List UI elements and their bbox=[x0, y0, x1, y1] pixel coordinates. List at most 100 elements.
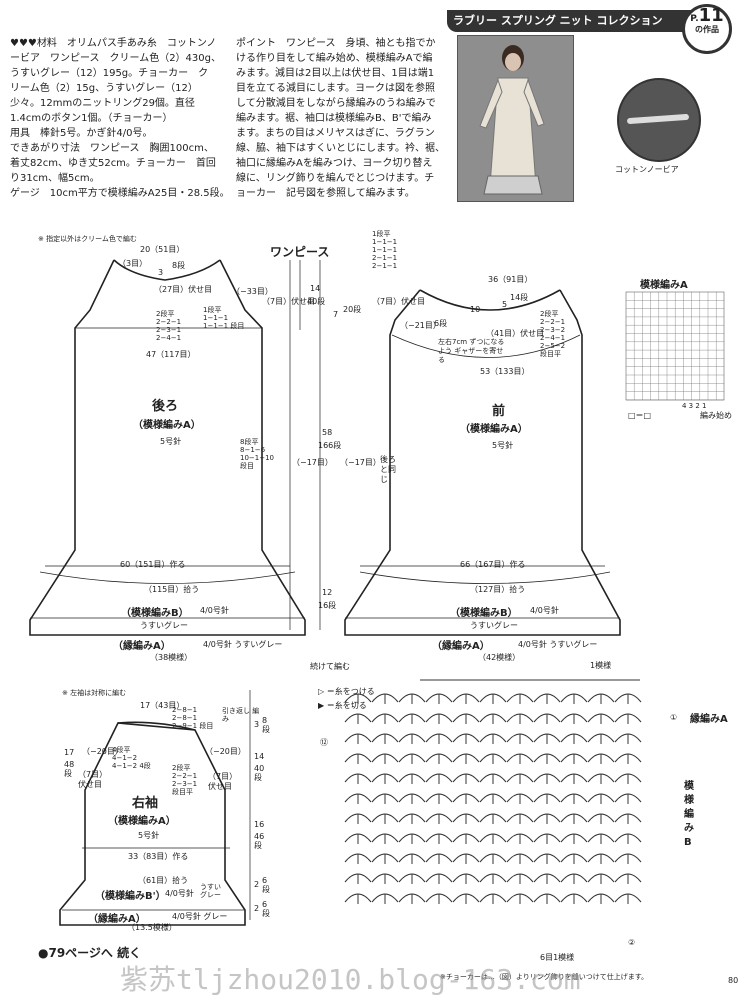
back-armhole: （−33目） bbox=[232, 287, 273, 296]
point-line: 編みます。裾、袖口は模様編みB、B'で編み bbox=[236, 113, 432, 124]
materials-line: リーム色（2）15g、うすいグレー（12） bbox=[10, 83, 198, 94]
back-hem-needle: 4/0号針 bbox=[200, 606, 229, 615]
sleeve-dim-48: 48段 bbox=[64, 760, 75, 778]
front-bottom-width: 66（167目）作る bbox=[460, 560, 526, 569]
yarn-sample bbox=[617, 78, 701, 162]
materials-line: ゲージ 10cm平方で模様編みA25目・28.5段。 bbox=[10, 188, 230, 199]
point-text: ポイント ワンピース 身頃、袖とも指でか ける作り目をして編み始め、模様編みAで… bbox=[236, 36, 450, 201]
front-hem-pattern: （模様編みB） bbox=[450, 608, 518, 619]
chart-b-row-2: ② bbox=[628, 938, 636, 947]
materials-line: ♥♥♥材料 オリムパス手あみ糸 コットンノ bbox=[10, 38, 217, 49]
point-line: ける作り目をして編み始め、模様編みAで編 bbox=[236, 53, 433, 64]
back-top-width: 20（51目） bbox=[140, 245, 185, 254]
sleeve-dim-2b: 2 bbox=[254, 904, 260, 913]
back-dec-table: 2段平 2−2−1 2−3−1 2−4−1 bbox=[156, 310, 182, 342]
sleeve-dec-right: （−20目） bbox=[205, 747, 246, 756]
sleeve-dim-17: 17 bbox=[64, 748, 75, 757]
crochet-chart-b bbox=[344, 679, 642, 904]
front-dec-table: 2段平 2−2−1 2−3−2 2−4−1 2−5−2 段目平 bbox=[540, 310, 566, 358]
dim-5: 5 bbox=[502, 300, 508, 309]
page-suffix: の作品 bbox=[695, 25, 719, 34]
materials-line: うすいグレー（12）195g。チョーカー ク bbox=[10, 68, 209, 79]
continued-note: ●79ページへ 続く bbox=[38, 946, 142, 960]
collection-title: ラブリー スプリング ニット コレクション bbox=[447, 10, 699, 32]
sleeve-dim-40: 40段 bbox=[254, 764, 265, 782]
sleeve-dim-8: 8段 bbox=[262, 716, 270, 734]
back-cast-off: （7目）伏せ目 bbox=[262, 297, 316, 306]
chart-b-row-12: ⑫ bbox=[320, 738, 328, 747]
sleeve-dim-14: 14 bbox=[254, 752, 265, 761]
footer-note: ※チョーカーは…（図）よりリング飾りを縫いつけて仕上げます。 bbox=[440, 973, 649, 981]
sleeve-right-table: 2段平 2−2−1 2−3−1 段目平 bbox=[172, 764, 198, 796]
page-badge: P.11 の作品 bbox=[682, 4, 732, 54]
sleeve-dim-6b: 6段 bbox=[262, 900, 270, 918]
dim-7: 7 bbox=[333, 310, 339, 319]
model-figure-illustration bbox=[458, 36, 573, 201]
sleeve-title: 右袖 bbox=[132, 796, 159, 811]
front-center: （41目）伏せ目 bbox=[486, 329, 545, 338]
sleeve-dim-46: 46段 bbox=[254, 832, 265, 850]
back-dec-table2: 1段平 1−1−1 1−1−1 段目 bbox=[203, 306, 245, 330]
front-title: 前 bbox=[492, 404, 506, 419]
materials-line: 着丈82cm、ゆき丈52cm。チョーカー 首回 bbox=[10, 158, 216, 169]
model-photo bbox=[457, 35, 574, 202]
page-number-badge: 11 bbox=[698, 5, 724, 26]
back-edge-count: （38模様） bbox=[150, 653, 193, 662]
sleeve-hem-needle: 4/0号針 bbox=[165, 889, 194, 898]
materials-text: ♥♥♥材料 オリムパス手あみ糸 コットンノ ービア ワンピース クリーム色（2）… bbox=[10, 36, 230, 201]
sleeve-cast-off-left: （7目）伏せ目 bbox=[78, 770, 104, 789]
materials-line: 1.4cmのボタン1個。（チョーカー） bbox=[10, 113, 173, 124]
dim-16: 16段 bbox=[318, 601, 337, 610]
sleeve-cast-off-right: （7目）伏せ目 bbox=[208, 772, 234, 791]
knitting-diagram bbox=[29, 259, 725, 926]
chart-a-start: 編み始め bbox=[700, 411, 732, 420]
materials-line: 少々。12mmのニットリング29個。直径 bbox=[10, 98, 195, 109]
sleeve-hem-color: うすい グレー bbox=[200, 883, 221, 899]
back-side-table: 8段平 8−1−6 10−1−10 段目 bbox=[240, 438, 274, 470]
back-needle: 5号針 bbox=[160, 437, 182, 446]
watermark: 紫苏tljzhou2010.blog-163.com bbox=[120, 963, 581, 996]
dim-20: 20段 bbox=[343, 305, 362, 314]
dim-12: 12 bbox=[322, 588, 333, 597]
back-shoulder-rows: （27目）伏せ目 bbox=[154, 285, 213, 294]
legend-cut: ▶ ＝糸を切る bbox=[318, 701, 367, 710]
yarn-strand-icon bbox=[626, 113, 690, 125]
sleeve-left-table: 4段平 4−1−2 4−1−2 4段 bbox=[112, 746, 151, 770]
note-sleeve: ※ 左袖は対称に編む bbox=[62, 689, 127, 697]
front-yoke-note: 左右7cm ずつになるよう ギャザーを寄せる bbox=[438, 338, 505, 364]
sleeve-dim-16: 16 bbox=[254, 820, 265, 829]
yarn-caption: コットンノービア bbox=[615, 165, 679, 174]
back-pickup: （115目）拾う bbox=[144, 585, 200, 594]
continue-note: 続けて編む bbox=[310, 662, 350, 671]
front-piece-outline bbox=[344, 289, 621, 636]
chart-b-row-1: ① bbox=[670, 713, 678, 722]
chart-b-pattern-b: 模様編みB bbox=[684, 781, 694, 848]
sleeve-edge-needle: 4/0号針 グレー bbox=[172, 912, 228, 921]
chart-b-start-row: 6目1模様 bbox=[540, 953, 575, 962]
note-cream: ※ 指定以外はクリーム色で編む bbox=[38, 235, 137, 243]
sleeve-dim-2: 2 bbox=[254, 880, 260, 889]
front-needle: 5号針 bbox=[492, 441, 514, 450]
sleeve-top-width: 17（43目） bbox=[140, 701, 185, 710]
back-rows-8: 8段 bbox=[172, 261, 186, 270]
sleeve-edge-count: （13.5模様） bbox=[127, 923, 177, 932]
sleeve-pull-stitch: 引き返し 編み bbox=[222, 707, 260, 723]
yoke-rows: 1段平 1−1−1 1−1−1 2−1−1 2−1−1 bbox=[372, 230, 398, 270]
front-side-dec: （−17目） bbox=[340, 458, 381, 467]
dim-58: 58 bbox=[322, 428, 333, 437]
dim-10: 10 bbox=[470, 305, 481, 314]
point-line: 線、脇、袖下はすくいとじにします。衿、裾、 bbox=[236, 143, 445, 154]
sleeve-dim-6: 6段 bbox=[262, 876, 270, 894]
front-cast-off: （7目）伏せ目 bbox=[372, 297, 426, 306]
dim-166: 166段 bbox=[318, 441, 342, 450]
sleeve-dec-left: （−20目） bbox=[82, 747, 123, 756]
materials-line: り31cm、幅5cm。 bbox=[10, 173, 100, 184]
page-number: 80 bbox=[728, 976, 739, 985]
chart-b-edge-a: 縁編みA bbox=[690, 714, 728, 725]
back-yoke-width: 47（117目） bbox=[146, 350, 196, 359]
sleeve-hem-pattern: （模様編みB'） bbox=[95, 891, 166, 902]
materials-line: 用具 棒針5号。かぎ針4/0号。 bbox=[10, 128, 153, 139]
point-line: ョーカー 記号図を参照して編みます。 bbox=[236, 188, 415, 199]
chart-a-bottom-nums: 4 3 2 1 bbox=[682, 402, 707, 410]
back-pattern: （模様編みA） bbox=[133, 420, 201, 431]
